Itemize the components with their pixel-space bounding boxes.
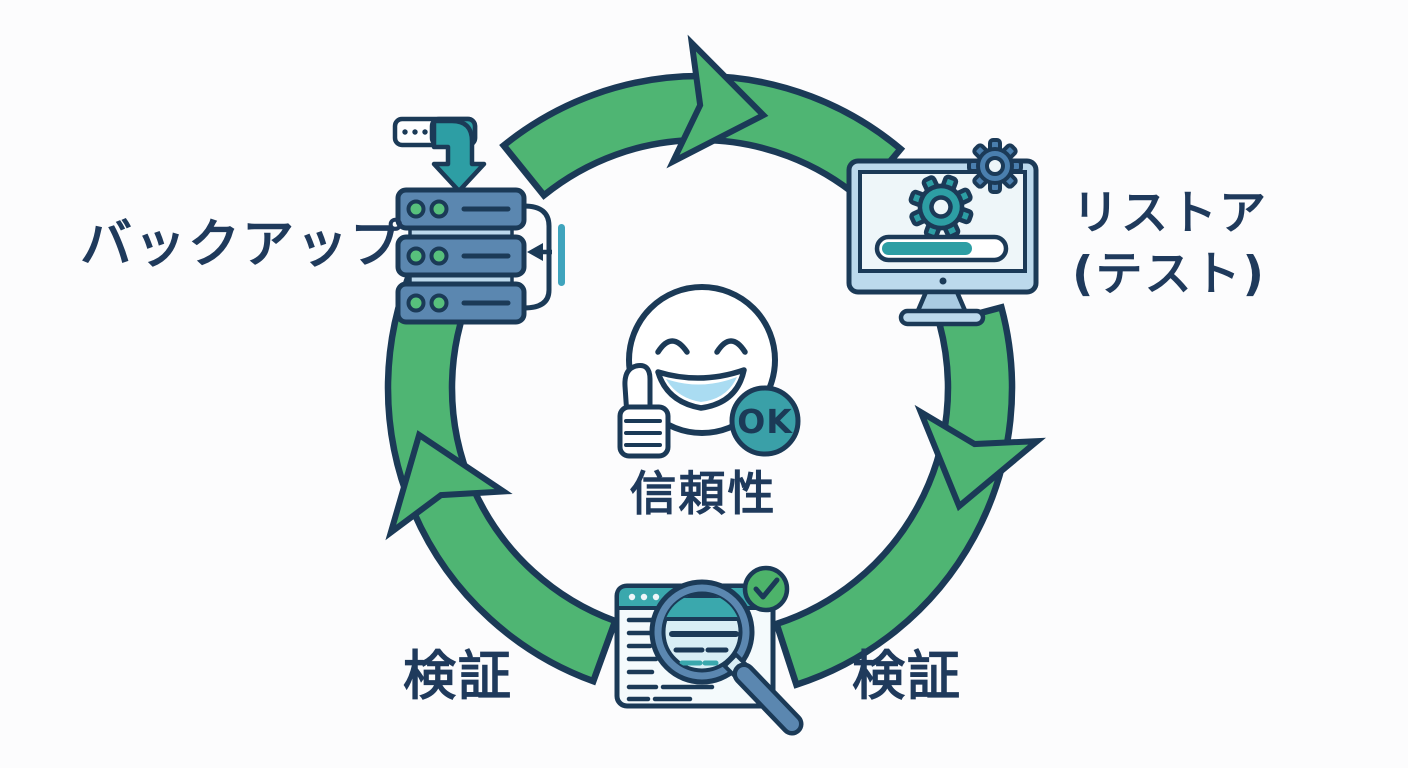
cycle-arrowhead-top-icon bbox=[666, 34, 769, 169]
document-text-lines bbox=[626, 617, 715, 702]
server-stack-icon bbox=[392, 116, 565, 325]
label-verify-left: 検証 bbox=[403, 646, 513, 707]
monitor-gears-icon bbox=[846, 138, 1039, 327]
smiley-face-icon: OK bbox=[617, 284, 801, 459]
progress-bar bbox=[874, 234, 1009, 263]
magnified-content bbox=[663, 594, 741, 666]
download-arrow-icon bbox=[392, 116, 487, 194]
cycle-arrowhead-right-icon bbox=[914, 404, 1046, 512]
smiley-tongue bbox=[666, 377, 737, 402]
ring-segment-right bbox=[772, 303, 1016, 689]
gear-icon-teal bbox=[908, 174, 974, 240]
ok-badge: OK bbox=[729, 385, 801, 457]
label-restore-line2: (テスト) bbox=[1072, 247, 1266, 303]
progress-bar-fill bbox=[882, 242, 972, 255]
label-backup: バックアップ bbox=[80, 215, 405, 275]
magnifier-icon bbox=[649, 579, 804, 736]
label-restore-line1: リストア bbox=[1072, 186, 1268, 241]
ok-badge-text: OK bbox=[737, 402, 793, 441]
server-unit-2 bbox=[395, 234, 527, 278]
label-verify-right: 検証 bbox=[852, 646, 962, 707]
server-unit-3 bbox=[395, 281, 527, 325]
check-icon bbox=[742, 565, 790, 613]
monitor-power-dot bbox=[939, 277, 947, 285]
label-reliability: 信頼性 bbox=[629, 467, 777, 522]
gear-icon-blue bbox=[967, 138, 1023, 194]
smiley-left-eye bbox=[655, 338, 690, 355]
cycle-arrowhead-left-icon bbox=[385, 430, 513, 541]
server-unit-1 bbox=[395, 187, 527, 231]
thumbs-up-icon bbox=[617, 363, 671, 459]
document-magnifier-icon bbox=[614, 565, 804, 736]
restore-bracket-arrow-icon bbox=[521, 203, 565, 311]
label-restore-test: リストア (テスト) bbox=[1072, 183, 1268, 305]
smiley-right-eye bbox=[714, 338, 748, 355]
monitor-base bbox=[898, 308, 986, 327]
cycle-ring bbox=[384, 34, 1046, 689]
magnifier-handle bbox=[737, 667, 799, 731]
